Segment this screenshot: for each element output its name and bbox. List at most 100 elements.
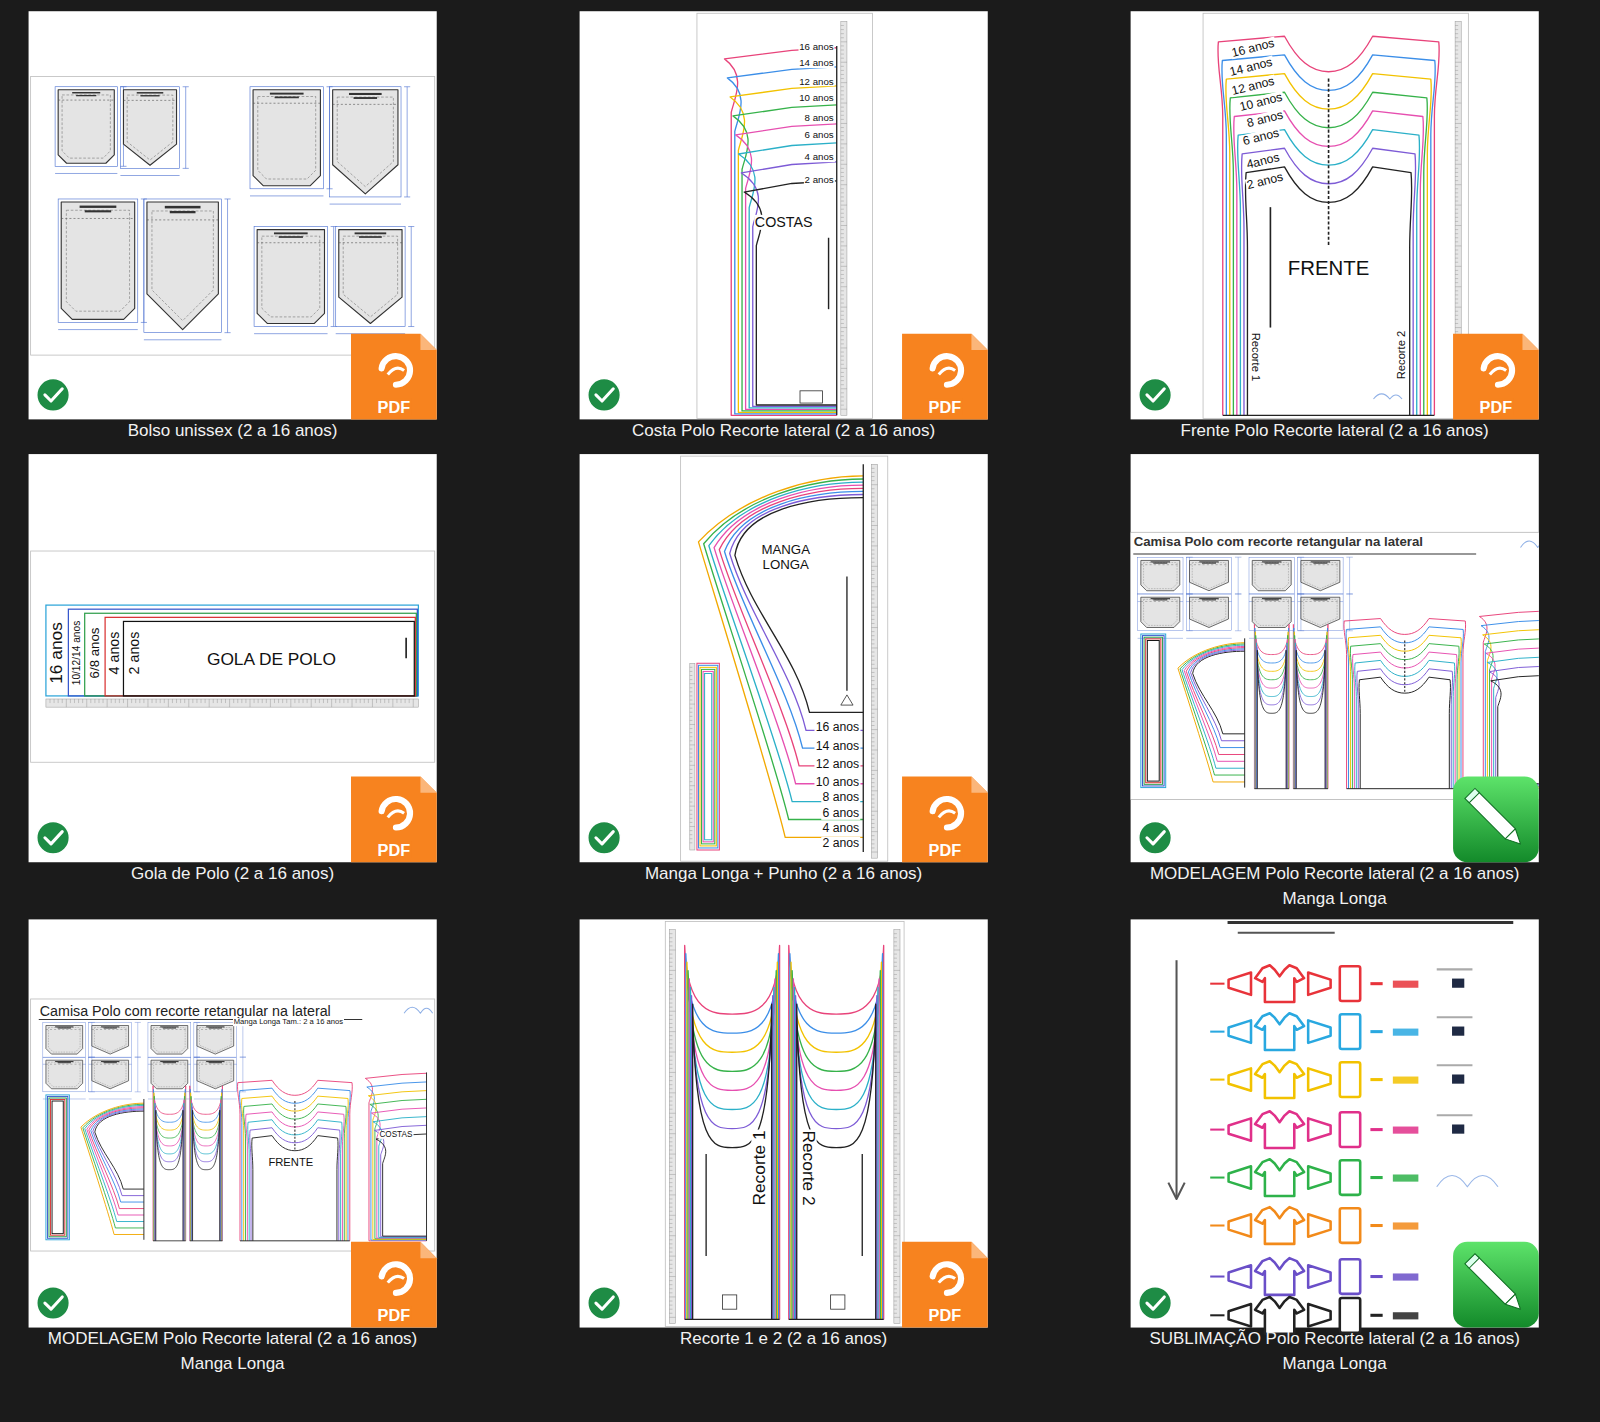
status-check: [1139, 1287, 1172, 1320]
fold-line: [339, 242, 402, 243]
dimension-frame: [194, 1057, 237, 1092]
pocket-seam: [200, 1062, 232, 1087]
dimension-line: [1235, 557, 1241, 594]
ruler: [46, 699, 418, 707]
pattern-line: [692, 996, 773, 1320]
collar-icon: [1370, 1314, 1382, 1317]
fold-line: [257, 242, 324, 243]
shirt-icon: [1255, 965, 1304, 1002]
check-mark: [1147, 389, 1164, 401]
tiny-note: [1199, 561, 1218, 562]
pattern-line: [687, 962, 777, 1319]
pattern-line: [693, 1004, 772, 1319]
sleeve-icon: [1308, 1166, 1330, 1188]
status-check: [37, 1287, 70, 1320]
size-dash: [1210, 1129, 1224, 1131]
size-dash: [1210, 1177, 1224, 1179]
thumbnail-ground: [580, 919, 988, 1327]
drawing-label: 14 anos: [798, 58, 834, 68]
drawing-label: 8 anos: [1245, 109, 1286, 130]
dimension-line: [144, 339, 222, 340]
check-mark: [1147, 832, 1164, 844]
clipped-preview: [1131, 532, 1539, 799]
pattern-line: [1293, 624, 1328, 788]
size-dash: [1210, 1079, 1224, 1081]
sleeve-icon: [1229, 1304, 1251, 1326]
pattern-line: [714, 485, 863, 784]
collar-strip: [46, 1095, 69, 1240]
dimension-frame: [43, 1057, 86, 1092]
tiny-note: [165, 206, 201, 209]
shirt-icon: [1255, 1111, 1304, 1148]
pocket-outline: [123, 90, 176, 166]
ruler-ticks: [841, 26, 847, 410]
drawing-label: 2 anos: [1245, 170, 1286, 191]
pattern-line: [741, 162, 836, 406]
pattern-line: [371, 1108, 426, 1238]
pdf-badge-fold: [971, 1242, 987, 1258]
pdf-badge: [902, 334, 988, 420]
pattern-line: [155, 1100, 185, 1241]
tiny-note: [137, 92, 164, 94]
dimension-line: [135, 1022, 141, 1057]
fold-line: [1141, 601, 1180, 602]
fold-line: [151, 1064, 188, 1065]
drawing-label: PDF: [928, 842, 963, 858]
pocket-outline: [1190, 560, 1229, 590]
file-tile: Recorte 1 e 2 (2 a 16 anos): [580, 919, 988, 1327]
dimension-frame: [1249, 557, 1294, 594]
tiny-note: [1153, 599, 1167, 600]
dimension-frame: [148, 1022, 191, 1057]
pdf-badge-fold: [420, 334, 436, 350]
pattern-line: [1296, 647, 1326, 789]
ruler: [894, 930, 900, 1324]
pdf-logo: [388, 1276, 404, 1282]
drawing-label: 16 anos: [48, 621, 65, 685]
tiny-note: [101, 1026, 119, 1027]
cuff-outline: [698, 665, 717, 848]
thumbnail-ground: [29, 919, 437, 1327]
dimension-line: [224, 199, 230, 333]
collar-icon: [1370, 1224, 1382, 1227]
status-check: [1139, 821, 1172, 854]
pattern-line: [797, 1004, 876, 1319]
pdf-badge-fold: [971, 777, 987, 793]
pocket-seam: [154, 1028, 186, 1053]
collar-outline: [68, 609, 417, 696]
drawing-label: 6/8 anos: [88, 627, 101, 680]
drawing-label: Camisa Polo com recorte retangular na la…: [1133, 535, 1424, 548]
pattern-line: [1488, 657, 1539, 785]
drawing-label: 4anos: [1245, 151, 1282, 171]
tiny-note: [1153, 563, 1167, 564]
drawing-label: 8 anos: [821, 791, 860, 803]
pocket-outline: [333, 90, 398, 194]
pattern-line: [1483, 629, 1539, 787]
dimension-frame: [43, 1022, 86, 1057]
fold-line: [123, 100, 176, 101]
pdf-badge: [351, 1242, 437, 1328]
dimension-frame: [336, 227, 405, 327]
paper-sheet: [697, 13, 873, 418]
fold-line: [426, 1072, 427, 1240]
hem-line: [1223, 415, 1435, 416]
pdf-logo: [1490, 368, 1506, 374]
sleeve-icon: [1229, 1118, 1251, 1140]
pocket-outline: [92, 1060, 129, 1089]
fold-line: [46, 1029, 83, 1030]
pattern-line: [792, 971, 880, 1320]
fold-line: [92, 1029, 129, 1030]
check-mark: [45, 832, 62, 844]
drawing-label: PDF: [1479, 399, 1514, 415]
hem-line: [153, 1240, 186, 1241]
fold-line: [1252, 564, 1291, 565]
pdf-logo: [933, 1264, 961, 1293]
dimension-line: [1235, 594, 1241, 631]
dimension-frame: [1298, 557, 1343, 594]
dimension-line: [183, 87, 189, 169]
paper-sheet: [31, 551, 435, 762]
collar-icon: [1370, 1128, 1382, 1131]
tiny-note: [55, 1026, 73, 1027]
pattern-line: [370, 1099, 427, 1238]
file-tile: Frente Polo Recorte lateral (2 a 16 anos…: [1131, 11, 1539, 419]
ruler-ticks: [871, 468, 877, 852]
